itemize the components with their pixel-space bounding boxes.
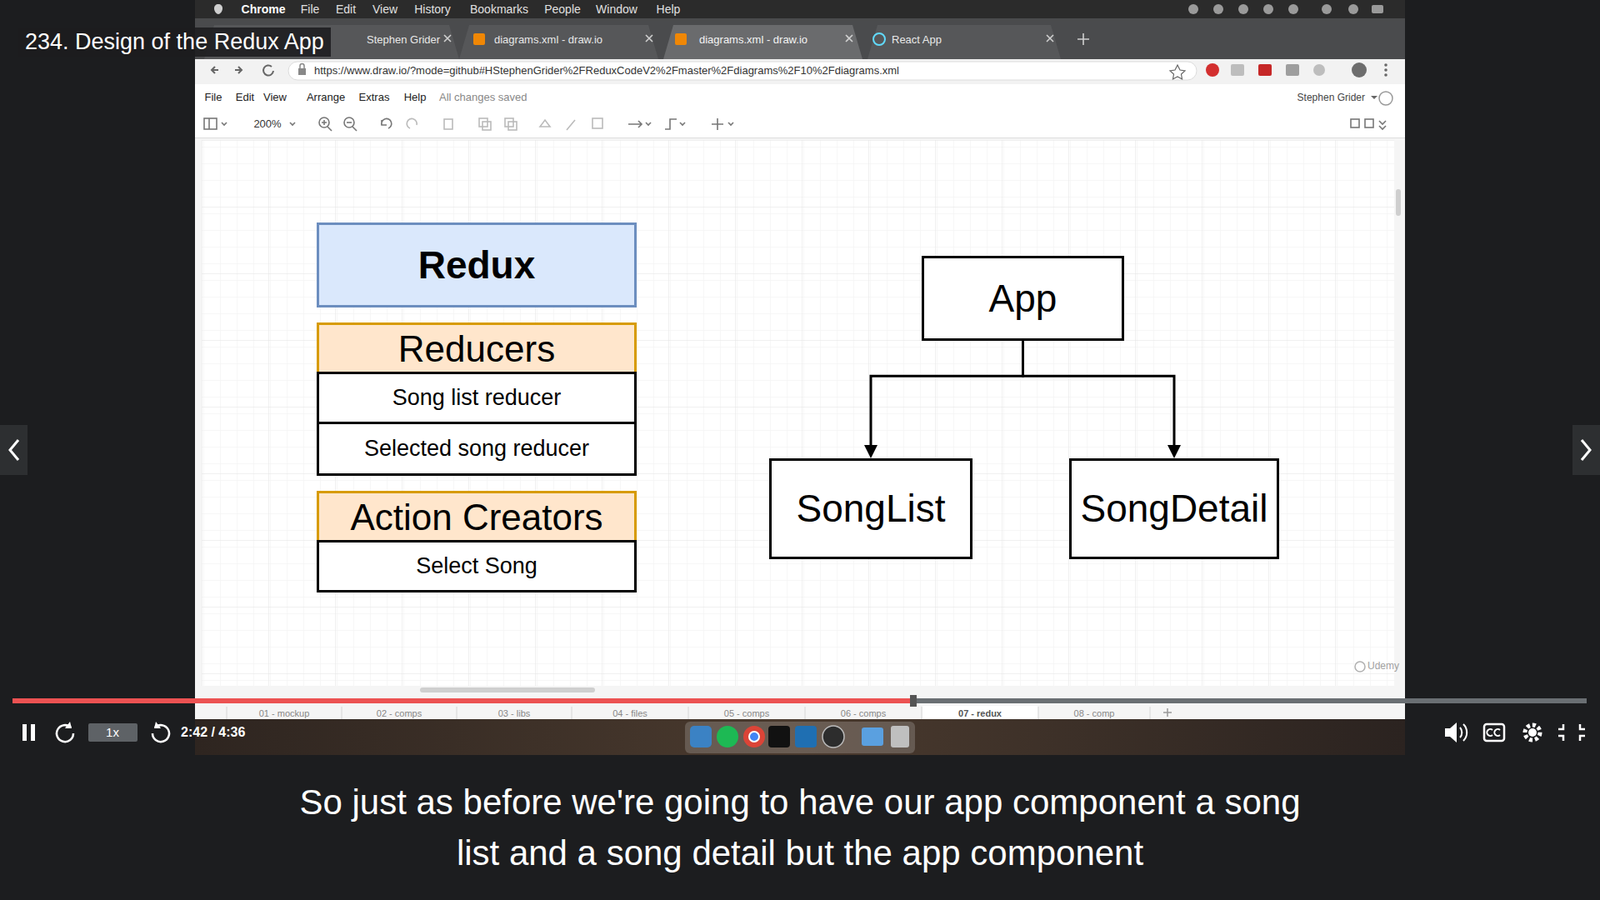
node-text: Action Creators — [350, 496, 603, 540]
page-tab: 04 - files — [612, 708, 648, 720]
page-tab: 02 - comps — [376, 708, 422, 720]
app-menu-item: Extras — [359, 91, 390, 105]
app-menu-item: Edit — [235, 91, 255, 105]
video-frame — [195, 0, 1405, 755]
component-box: App — [921, 255, 1125, 341]
subtitle-caption: So just as before we're going to have ou… — [275, 776, 1325, 879]
menu-item: People — [544, 2, 581, 16]
time-display: 2:42 / 4:36 — [180, 725, 245, 740]
node-text: SongList — [795, 486, 945, 531]
browser-tab: Stephen Grider — [366, 34, 440, 47]
menu-item: Edit — [335, 2, 356, 16]
app-menu-item: File — [205, 91, 223, 105]
page-tab: 03 - libs — [498, 708, 531, 720]
menu-item: Bookmarks — [470, 2, 529, 16]
menu-item: Help — [656, 2, 681, 16]
app-menu-item: Help — [404, 91, 427, 105]
component-box: SongDetail — [1069, 458, 1280, 560]
app-menu-item: Arrange — [306, 91, 345, 105]
zoom-level: 200% — [253, 118, 281, 131]
app-menu-item: View — [263, 91, 287, 105]
page-tab: 06 - comps — [840, 708, 886, 720]
browser-tab: React App — [891, 34, 942, 47]
list-row: Select Song — [316, 540, 637, 593]
page-tab: 05 - comps — [724, 708, 770, 720]
group-header: Action Creators — [316, 490, 637, 545]
node-text: Redux — [418, 243, 536, 288]
progress-bar — [12, 695, 1587, 707]
node-text: Select Song — [415, 553, 538, 580]
player-controls — [22, 721, 1585, 743]
tree-connector — [1023, 340, 1175, 454]
menu-item: Chrome — [241, 2, 286, 16]
node-text: Selected song reducer — [364, 435, 590, 462]
menu-item: History — [414, 2, 451, 16]
list-row: Song list reducer — [316, 371, 637, 425]
node-text: Song list reducer — [392, 385, 562, 411]
browser-tab: diagrams.xml - draw.io — [699, 34, 808, 47]
menu-item: File — [300, 2, 320, 16]
tree-connector — [870, 340, 1024, 454]
group-header: Reducers — [316, 322, 637, 377]
page-tab: 08 - comp — [1074, 708, 1115, 720]
node-text: Reducers — [398, 328, 555, 371]
watermark: Udemy — [1367, 660, 1400, 673]
speed-button: 1x — [105, 725, 120, 740]
save-status: All changes saved — [439, 91, 528, 105]
page-tab: 07 - redux — [958, 708, 1002, 720]
user-name: Stephen Grider — [1297, 92, 1365, 105]
menu-item: Window — [595, 2, 638, 16]
menu-item: View — [372, 2, 398, 16]
component-box: SongList — [769, 458, 973, 560]
node-text: SongDetail — [1080, 486, 1268, 531]
browser-tab: diagrams.xml - draw.io — [494, 34, 603, 47]
video-title: 234. Design of the Redux App — [18, 27, 331, 57]
node-text: App — [989, 276, 1058, 321]
store-band: Redux — [316, 222, 637, 308]
url-text: https://www.draw.io/?mode=github#HStephe… — [314, 65, 900, 78]
list-row: Selected song reducer — [316, 421, 637, 476]
page-tab: 01 - mockup — [259, 708, 310, 720]
